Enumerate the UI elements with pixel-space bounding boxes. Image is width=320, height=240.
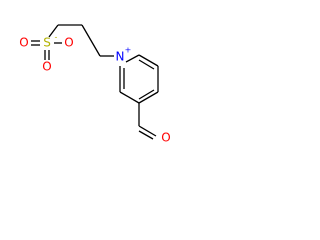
bond-cho-o-2: [138, 130, 154, 140]
bond-c2-c3-ring: [138, 54, 159, 67]
atom-o-left: O: [19, 36, 28, 50]
bond-c4-c5: [138, 91, 159, 104]
propyl-chain: [58, 24, 114, 57]
bond-c4-c5-inner: [138, 89, 155, 100]
charge-n-plus: +: [125, 46, 132, 55]
bond-c2-c3-inner: [138, 59, 155, 70]
bond-n-c2: [125, 54, 140, 63]
atom-s: S: [43, 36, 51, 50]
bond-s-c1: [48, 24, 59, 38]
aldehyde-group: [138, 103, 157, 140]
sulfonate-bonds: [31, 24, 62, 60]
pyridinium-ring: [119, 54, 159, 104]
molecule-structure: O S - O O N + O: [19, 24, 171, 145]
atom-n: N: [116, 50, 125, 64]
bond-c5-c6: [119, 91, 140, 104]
bond-c2-c3: [81, 24, 101, 57]
bond-cho-o-1: [138, 125, 157, 137]
atom-o-bottom: O: [42, 60, 51, 74]
atom-o-right: O: [64, 36, 73, 50]
charge-s-minus: -: [55, 33, 58, 42]
atom-o-aldehyde: O: [161, 131, 170, 145]
